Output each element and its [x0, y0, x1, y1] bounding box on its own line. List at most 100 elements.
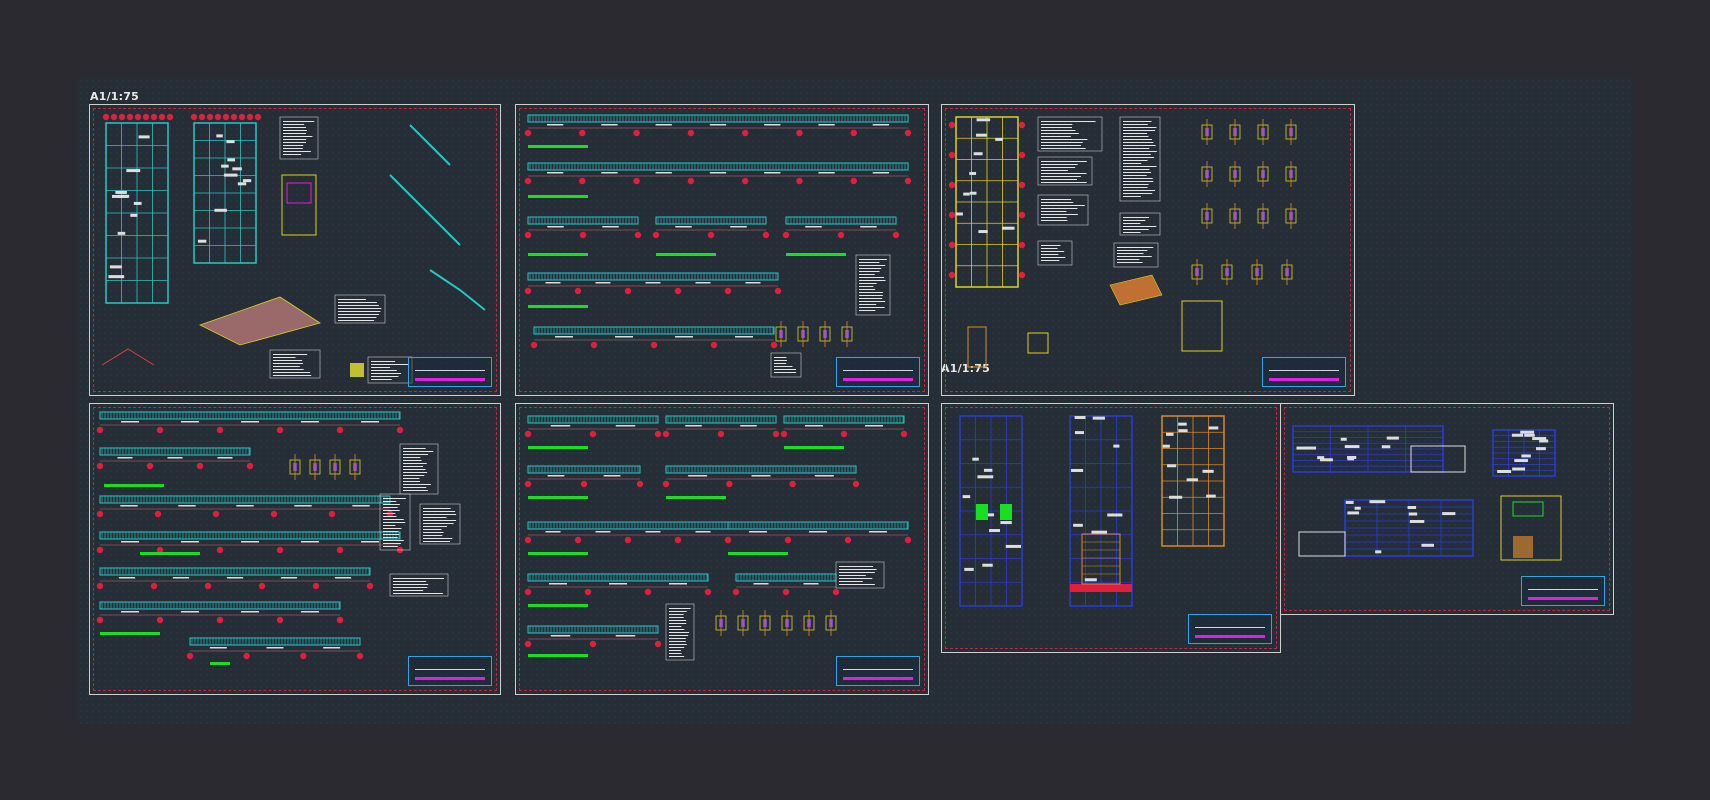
axis-bubble-icon — [904, 129, 912, 137]
sheet-7-drawing — [1292, 425, 1562, 561]
plan-label — [964, 567, 974, 571]
stair-core — [286, 182, 312, 204]
beam-elevation — [99, 495, 391, 504]
sheet-3-drawing — [948, 116, 1297, 368]
notes-text — [859, 277, 885, 278]
axis-bubble-icon — [650, 341, 658, 349]
notes-text — [403, 487, 427, 488]
axis-bubble-icon — [574, 536, 582, 544]
axis-bubble-icon — [238, 113, 246, 121]
axis-bubble-icon — [1018, 211, 1026, 219]
notes-text — [1123, 196, 1141, 197]
axis-bubble-icon — [524, 640, 532, 648]
plan-label — [1511, 433, 1524, 437]
footing-section — [967, 326, 987, 368]
notes-text — [1123, 172, 1152, 173]
beam-label — [601, 124, 618, 126]
sheet-foundation-columns[interactable] — [941, 104, 1355, 396]
sheet-beam-details-2[interactable] — [89, 403, 501, 695]
scale-label-left: A1/1:75 — [90, 90, 139, 103]
notes-text — [669, 641, 686, 642]
beam-label — [860, 226, 877, 228]
title-block-bar — [1269, 378, 1339, 381]
notes-text — [669, 623, 687, 624]
beam-label — [818, 124, 835, 126]
notes-text — [383, 540, 404, 541]
axis-bubble-icon — [1018, 121, 1026, 129]
axis-bubble-icon — [850, 129, 857, 137]
notes-text — [859, 271, 880, 272]
plan-label — [237, 182, 247, 186]
beam-label — [688, 475, 708, 477]
facade — [1410, 445, 1466, 473]
notes-text — [859, 265, 886, 266]
plan-label — [956, 212, 963, 216]
sheet-beam-details-3[interactable] — [515, 403, 929, 695]
axis-bubble-icon — [156, 426, 164, 434]
axis-bubble-icon — [300, 652, 307, 660]
axis-bubble-icon — [276, 616, 284, 624]
plan-label — [1521, 454, 1531, 458]
notes-text — [283, 121, 315, 122]
notes-text — [1123, 178, 1153, 179]
sheet-architectural-plans[interactable] — [941, 403, 1281, 653]
sheet-beam-details-1[interactable] — [515, 104, 929, 396]
beam-elevation — [783, 415, 905, 424]
notes-text — [423, 526, 448, 527]
notes-text — [1123, 169, 1150, 170]
notes-text — [403, 457, 421, 458]
title-block-rule — [1195, 627, 1265, 628]
plan-label — [1000, 521, 1012, 525]
notes-text — [283, 130, 307, 131]
beam-label — [266, 647, 284, 649]
plan-label — [976, 133, 987, 137]
beam-elevation — [99, 567, 371, 576]
notes-text — [1041, 164, 1078, 165]
axis-bubble-icon — [584, 588, 592, 596]
notes-text — [1041, 133, 1079, 134]
notes-text — [283, 151, 311, 152]
beam-label — [709, 124, 727, 126]
axis-bubble-icon — [844, 536, 852, 544]
cad-model-space[interactable]: A1/1:75 A1/1:75 — [78, 78, 1633, 724]
beam-label — [730, 226, 747, 228]
notes-text — [383, 519, 404, 520]
plan-label — [973, 152, 983, 156]
stair-section — [429, 269, 486, 311]
sheet-elevations[interactable] — [1280, 403, 1614, 615]
notes-text — [859, 268, 882, 269]
notes-text — [1117, 250, 1148, 251]
axis-bubble-icon — [222, 113, 230, 121]
notes-text — [1123, 121, 1152, 122]
beam-label — [241, 611, 259, 613]
axis-bubble-icon — [276, 426, 284, 434]
notes-text — [1041, 208, 1078, 209]
notes-text — [371, 364, 409, 365]
notes-text — [859, 283, 877, 284]
column-detail — [1181, 300, 1223, 352]
plan-label — [1407, 506, 1417, 510]
axis-bubble-icon — [772, 430, 780, 438]
plan-label — [1206, 494, 1216, 498]
notes-text — [669, 608, 691, 609]
notes-box — [419, 503, 461, 545]
plan-label — [1345, 500, 1354, 504]
notes-text — [423, 538, 453, 539]
axis-bubble-icon — [762, 231, 770, 239]
axis-bubble-icon — [102, 113, 110, 121]
notes-text — [283, 136, 313, 137]
axis-bubble-icon — [948, 151, 956, 159]
beam-label — [301, 421, 319, 423]
plan-label — [216, 134, 223, 138]
sheet-5-drawing — [524, 415, 912, 661]
sheet-structural-plans[interactable] — [89, 104, 501, 396]
notes-text — [1123, 151, 1157, 152]
notes-text — [1123, 166, 1157, 167]
notes-box — [1113, 242, 1159, 268]
plan-label — [1340, 437, 1347, 441]
notes-text — [383, 528, 402, 529]
axis-bubble-icon — [230, 113, 238, 121]
beam-label — [334, 577, 352, 579]
axis-bubble-icon — [717, 430, 725, 438]
axis-bubble-icon — [186, 652, 194, 660]
